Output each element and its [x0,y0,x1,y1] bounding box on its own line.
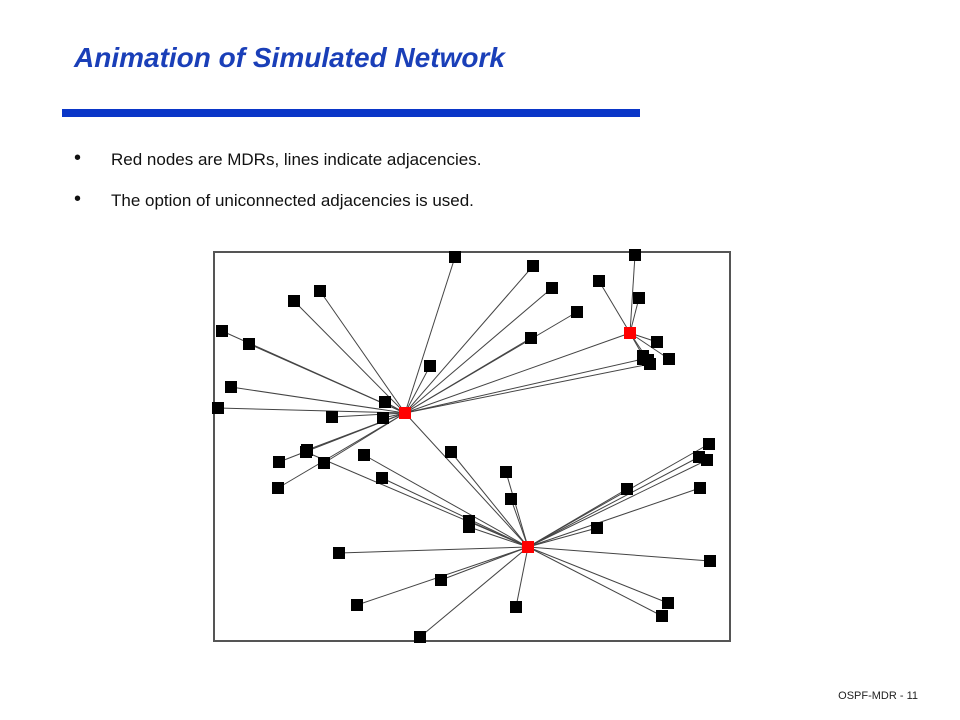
network-node [629,249,641,261]
bullet-item: • The option of uniconnected adjacencies… [74,188,481,211]
adjacency-line [404,358,644,414]
adjacency-line [450,451,529,548]
adjacency-line [404,363,651,414]
bullet-text: Red nodes are MDRs, lines indicate adjac… [111,150,482,169]
network-node [273,456,285,468]
adjacency-line [510,498,529,548]
network-node [525,332,537,344]
adjacency-line [338,546,529,554]
adjacency-line [319,290,406,414]
network-node [463,521,475,533]
bullet-list: • Red nodes are MDRs, lines indicate adj… [74,147,482,232]
network-node [377,412,389,424]
adjacency-line [404,337,532,414]
adjacency-line [527,546,663,617]
bullet-text: The option of uniconnected adjacencies i… [111,191,474,210]
adjacency-line [381,477,529,548]
adjacency-line [404,365,431,414]
network-node [376,472,388,484]
network-node [546,282,558,294]
network-node [449,251,461,263]
network-node [435,574,447,586]
adjacency-line [527,527,598,548]
network-node [216,325,228,337]
title-underline [62,109,640,117]
network-node [593,275,605,287]
network-node [701,454,713,466]
network-node [379,396,391,408]
adjacency-line [331,412,406,418]
adjacency-line [404,287,553,414]
adjacency-line [217,407,406,414]
adjacency-line [404,265,534,414]
adjacency-line [527,443,710,548]
adjacency-line [527,546,711,562]
network-node [300,446,312,458]
network-node [651,336,663,348]
adjacency-line [527,459,708,548]
network-node [621,483,633,495]
adjacency-line [404,256,456,414]
network-node [318,457,330,469]
network-node [500,466,512,478]
adjacency-line [527,487,701,548]
network-node [510,601,522,613]
adjacency-line [505,471,529,548]
adjacency-links [217,254,711,638]
network-node [424,360,436,372]
network-node [272,482,284,494]
adjacency-line [230,386,406,414]
network-node [243,338,255,350]
adjacency-line [468,526,529,548]
bullet-item: • Red nodes are MDRs, lines indicate adj… [74,147,482,170]
network-node [351,599,363,611]
adjacency-line [419,546,529,638]
network-node [571,306,583,318]
adjacency-line [440,546,529,581]
bullet-dot-icon: • [74,188,82,210]
network-node [225,381,237,393]
simulation-frame [213,251,731,642]
network-nodes [212,249,716,643]
mdr-node [624,327,636,339]
network-node [633,292,645,304]
adjacency-line [527,456,700,548]
bullet-dot-icon: • [74,147,82,169]
adjacency-line [305,451,529,548]
network-node [212,402,224,414]
adjacency-line [363,454,529,548]
network-node [656,610,668,622]
adjacency-line [629,332,670,360]
adjacency-line [323,412,406,464]
network-node [505,493,517,505]
adjacency-line [404,412,529,548]
network-node [591,522,603,534]
slide-title: Animation of Simulated Network [74,42,505,73]
network-node [703,438,715,450]
network-node [414,631,426,643]
mdr-node [399,407,411,419]
network-node [326,411,338,423]
network-node [527,260,539,272]
network-node [333,547,345,559]
mdr-node [522,541,534,553]
adjacency-line [598,280,631,334]
slide-footer: OSPF-MDR - 11 [838,690,918,702]
network-node [694,482,706,494]
adjacency-line [515,546,529,608]
adjacency-line [293,300,406,414]
network-node [637,350,649,362]
network-node [445,446,457,458]
network-node [663,353,675,365]
network-node [314,285,326,297]
network-node [704,555,716,567]
network-node [288,295,300,307]
network-node [358,449,370,461]
network-node [662,597,674,609]
adjacency-line [527,546,669,604]
adjacency-line [404,332,631,414]
adjacency-line [629,254,636,334]
